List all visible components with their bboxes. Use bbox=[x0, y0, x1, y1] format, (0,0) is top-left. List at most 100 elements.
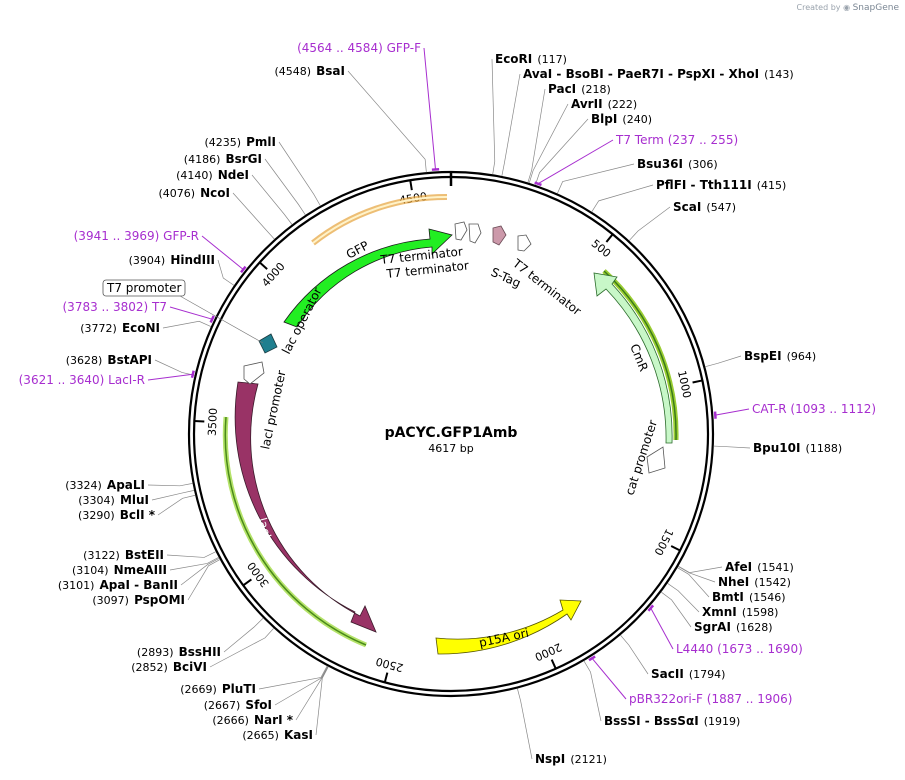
primer-label[interactable]: (4564 .. 4584) GFP-F bbox=[297, 41, 421, 55]
primer-bar bbox=[713, 411, 717, 419]
primer-name: L4440 bbox=[676, 642, 713, 656]
primer-name: T7 bbox=[151, 300, 167, 314]
lac-operator-feature[interactable] bbox=[258, 333, 278, 354]
t7-terminator-2-feature[interactable] bbox=[468, 223, 482, 244]
restriction-site-label[interactable]: Bsu36I (306) bbox=[637, 153, 718, 172]
restriction-site-label[interactable]: XmnI (1598) bbox=[702, 601, 778, 620]
tick-label: 1000 bbox=[675, 369, 694, 399]
restriction-site-label[interactable]: (3304) MluI bbox=[78, 489, 149, 508]
restriction-site-label[interactable]: (2893) BssHII bbox=[137, 641, 221, 660]
site-position: (2852) bbox=[131, 661, 168, 674]
restriction-site-label[interactable]: (4235) PmlI bbox=[204, 131, 276, 150]
restriction-site-label[interactable]: NheI (1542) bbox=[718, 571, 791, 590]
restriction-site-label[interactable]: Bpu10I (1188) bbox=[753, 437, 842, 456]
restriction-site-label[interactable]: (3904) HindIII bbox=[129, 249, 215, 268]
site-leader bbox=[166, 551, 216, 558]
site-name: ApaI - BanII bbox=[100, 578, 179, 592]
restriction-site-label[interactable]: AvrII (222) bbox=[571, 93, 637, 112]
primer-bar bbox=[240, 265, 247, 274]
primer-label[interactable]: (3621 .. 3640) LacI-R bbox=[19, 373, 145, 387]
watermark: Created by ◉ SnapGene bbox=[797, 3, 900, 13]
restriction-site-label[interactable]: AfeI (1541) bbox=[725, 556, 794, 575]
restriction-site-label[interactable]: BspEI (964) bbox=[744, 345, 816, 364]
site-position: (2893) bbox=[137, 646, 174, 659]
restriction-site-label[interactable]: PflFI - Tth111I (415) bbox=[656, 174, 786, 193]
site-name: BclI * bbox=[120, 508, 156, 522]
t7-terminator-1-feature[interactable] bbox=[454, 221, 468, 241]
gfp-feature[interactable] bbox=[283, 228, 453, 328]
site-leader bbox=[251, 174, 293, 225]
p15a-ori-feature[interactable] bbox=[435, 599, 582, 655]
restriction-site-label[interactable]: (4076) NcoI bbox=[158, 182, 230, 201]
restriction-site-label[interactable]: (2852) BciVI bbox=[131, 656, 207, 675]
restriction-site-label[interactable]: BmtI (1546) bbox=[712, 586, 786, 605]
site-leader bbox=[678, 565, 723, 574]
site-name: ApaLI bbox=[107, 478, 145, 492]
gfp-guide-arc-core bbox=[312, 195, 448, 244]
site-position: (117) bbox=[537, 53, 567, 66]
restriction-site-label[interactable]: SacII (1794) bbox=[651, 663, 725, 682]
primer-label[interactable]: T7 Term (237 .. 255) bbox=[615, 133, 738, 147]
tick-label: 1500 bbox=[651, 527, 675, 558]
laci-feature[interactable] bbox=[234, 381, 377, 633]
restriction-site-label[interactable]: SgrAI (1628) bbox=[694, 616, 773, 635]
primer-label[interactable]: (3783 .. 3802) T7 bbox=[63, 300, 168, 314]
restriction-site-label[interactable]: (4140) NdeI bbox=[176, 164, 249, 183]
restriction-site-label[interactable]: (3097) PspOMI bbox=[92, 589, 185, 608]
primer-label[interactable]: (3941 .. 3969) GFP-R bbox=[74, 229, 199, 243]
restriction-site-label[interactable]: (4548) BsaI bbox=[274, 60, 345, 79]
restriction-site-label[interactable]: PacI (218) bbox=[548, 78, 611, 97]
site-name: PspOMI bbox=[134, 593, 185, 607]
s-tag-feature[interactable] bbox=[492, 225, 507, 246]
primer-label[interactable]: L4440 (1673 .. 1690) bbox=[676, 642, 803, 656]
restriction-site-label[interactable]: BlpI (240) bbox=[591, 108, 652, 127]
restriction-site-label[interactable]: (2667) SfoI bbox=[204, 694, 272, 713]
t7-promoter-box bbox=[102, 279, 186, 297]
site-leader bbox=[180, 557, 220, 586]
primer-label[interactable]: CAT-R (1093 .. 1112) bbox=[752, 402, 876, 416]
restriction-site-label[interactable]: (3628) BstAPI bbox=[66, 349, 152, 368]
cmr-feature[interactable] bbox=[593, 272, 673, 444]
laci-promoter-feature[interactable] bbox=[243, 361, 265, 385]
t7-promoter-leader bbox=[179, 295, 264, 344]
site-leader bbox=[278, 141, 321, 206]
site-position: (1188) bbox=[806, 442, 843, 455]
restriction-site-label[interactable]: AvaI - BsoBI - PaeR7I - PspXI - XhoI (14… bbox=[523, 63, 794, 82]
tick-label: 3500 bbox=[206, 408, 220, 437]
restriction-site-label[interactable]: BssSI - BssSαI (1919) bbox=[604, 710, 740, 729]
restriction-site-label[interactable]: (3104) NmeAIII bbox=[72, 559, 167, 578]
watermark-brand: SnapGene bbox=[852, 3, 899, 13]
cat-promoter-feature[interactable] bbox=[646, 446, 666, 474]
site-name: AfeI bbox=[725, 560, 752, 574]
restriction-site-label[interactable]: (3101) ApaI - BanII bbox=[58, 574, 178, 593]
site-leader bbox=[151, 490, 195, 501]
restriction-site-label[interactable]: ScaI (547) bbox=[673, 196, 736, 215]
restriction-site-label[interactable]: (2669) PluTI bbox=[180, 678, 256, 697]
restriction-site-label[interactable]: NspI (2121) bbox=[535, 748, 607, 767]
site-name: NheI bbox=[718, 575, 749, 589]
site-position: (3904) bbox=[129, 254, 166, 267]
site-leader bbox=[232, 192, 275, 240]
restriction-site-label[interactable]: (3324) ApaLI bbox=[65, 474, 145, 493]
site-leader bbox=[187, 559, 221, 601]
restriction-site-label[interactable]: (3290) BclI * bbox=[78, 504, 156, 523]
site-position: (306) bbox=[688, 158, 718, 171]
restriction-site-label[interactable]: (3122) BstEII bbox=[83, 544, 164, 563]
restriction-site-label[interactable]: (3772) EcoNI bbox=[80, 317, 160, 336]
t7-terminator-3-feature[interactable] bbox=[517, 234, 532, 252]
tick-label: 2500 bbox=[374, 655, 404, 675]
site-leader bbox=[157, 494, 196, 516]
site-name: AvaI - BsoBI - PaeR7I - PspXI - XhoI bbox=[523, 67, 759, 81]
site-position: (3628) bbox=[66, 354, 103, 367]
primer-range: (4564 .. 4584) bbox=[297, 41, 383, 55]
restriction-site-label[interactable]: (4186) BsrGI bbox=[184, 148, 262, 167]
restriction-site-label[interactable]: (2666) NarI * bbox=[212, 709, 293, 728]
restriction-site-label[interactable]: EcoRI (117) bbox=[495, 48, 567, 67]
primer-label[interactable]: pBR322ori-F (1887 .. 1906) bbox=[629, 692, 792, 706]
restriction-site-label[interactable]: (2665) KasI bbox=[242, 724, 313, 743]
leader-lines bbox=[147, 58, 751, 760]
site-position: (1919) bbox=[704, 715, 741, 728]
cmr-guide-arc-core bbox=[603, 270, 677, 441]
site-position: (3772) bbox=[80, 322, 117, 335]
